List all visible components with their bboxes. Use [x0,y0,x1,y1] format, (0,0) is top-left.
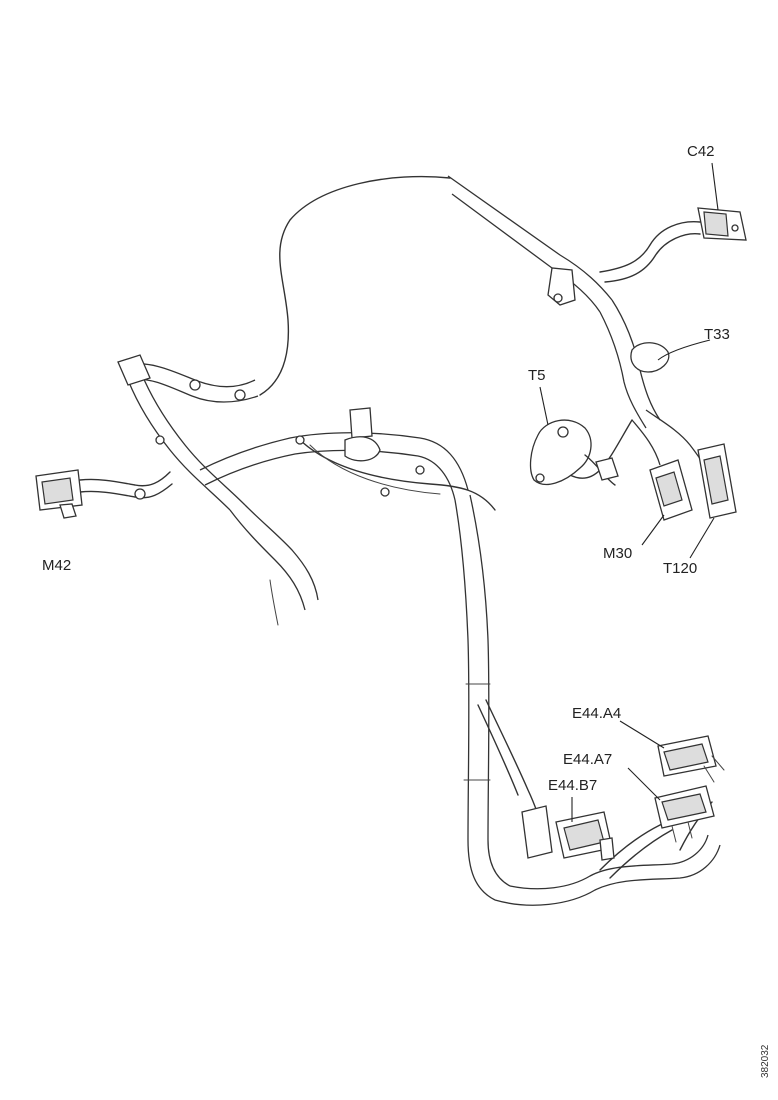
m42-connector [35,469,83,519]
harness-upper-right [447,175,713,481]
label-e44-a7: E44.A7 [563,751,612,768]
leader-lines [539,162,719,822]
label-c42: C42 [687,143,715,160]
label-e44-a4: E44.A4 [572,705,621,722]
label-t120: T120 [663,560,697,577]
t5-sensor [529,419,619,486]
e44-b7-connector [521,805,615,861]
c42-connector [697,207,747,241]
label-m30: M30 [603,545,632,562]
thin-wire-top-loop [259,175,451,396]
e44-a7-connector [654,785,715,843]
harness-left [79,354,319,626]
harness-vertical [454,494,543,901]
harness-center [199,407,496,511]
label-e44-b7: E44.B7 [548,777,597,794]
label-t33: T33 [704,326,730,343]
m30-connector [649,459,693,521]
t120-connector [697,443,737,519]
e44-a4-connector [657,735,725,783]
label-t5: T5 [528,367,546,384]
label-m42: M42 [42,557,71,574]
reference-number: 382032 [760,1044,771,1078]
